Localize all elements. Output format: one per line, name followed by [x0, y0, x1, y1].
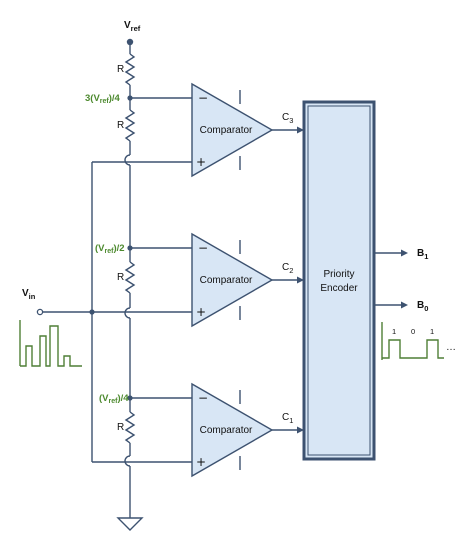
arrow-icon	[297, 276, 304, 284]
comparator-2: − + Comparator	[191, 232, 274, 328]
comparator-1: − + Comparator	[191, 382, 274, 478]
resistor-icon	[124, 261, 136, 294]
vin-bus	[36, 161, 192, 463]
input-signal-waveform	[19, 320, 82, 367]
vref-label: Vref	[124, 20, 141, 33]
arrow-icon	[297, 426, 304, 434]
resistor-label: R	[117, 64, 124, 75]
comparator-3: − + Comparator	[191, 82, 274, 178]
output-bit-0: 0	[411, 327, 415, 336]
resistor-ladder	[116, 38, 144, 531]
priority-encoder: Priority Encoder	[302, 100, 376, 461]
resistor-icon	[124, 109, 136, 142]
vin-label: Vin	[22, 288, 36, 301]
b1-label: B1	[417, 248, 428, 261]
output-ellipsis: …	[446, 342, 456, 353]
minus-sign: −	[198, 391, 208, 405]
output-bit-1b: 1	[430, 327, 434, 336]
output-signal-waveform: 1 0 1 …	[381, 322, 456, 360]
plus-sign: +	[196, 155, 206, 169]
tap-label-quarter: (Vref)/4	[99, 393, 129, 405]
comparator-label: Comparator	[200, 275, 253, 286]
resistor-label: R	[117, 422, 124, 433]
plus-sign: +	[196, 455, 206, 469]
wire-crossover	[124, 154, 131, 166]
comparator-icon	[191, 232, 274, 328]
ground-icon	[116, 517, 144, 531]
tap-label-3q: 3(Vref)/4	[85, 93, 121, 105]
comparator-icon	[191, 382, 274, 478]
resistor-icon	[124, 53, 136, 86]
input-waveform	[20, 325, 82, 367]
wire-crossover	[124, 455, 131, 467]
resistor-label: R	[117, 120, 124, 131]
comparator-label: Comparator	[200, 425, 253, 436]
arrow-icon	[401, 301, 408, 309]
vin-terminal	[36, 308, 44, 316]
c2-label: C2	[282, 262, 293, 275]
plus-sign: +	[196, 305, 206, 319]
arrow-icon	[297, 126, 304, 134]
minus-sign: −	[198, 241, 208, 255]
encoder-label-line1: Priority	[323, 269, 354, 280]
resistor-icon	[124, 411, 136, 444]
output-bit-1a: 1	[392, 327, 396, 336]
minus-sign: −	[198, 91, 208, 105]
wire-crossover	[124, 307, 131, 319]
encoder-label-line2: Encoder	[320, 283, 358, 294]
encoder-inner-border	[307, 105, 371, 456]
comparator-label: Comparator	[200, 125, 253, 136]
b0-label: B0	[417, 300, 428, 313]
c3-label: C3	[282, 112, 293, 125]
output-waveform	[382, 339, 444, 359]
encoder-block	[302, 100, 376, 461]
tap-label-half: (Vref)/2	[95, 243, 125, 255]
c1-label: C1	[282, 412, 293, 425]
resistor-label: R	[117, 272, 124, 283]
arrow-icon	[401, 249, 408, 257]
comparator-icon	[191, 82, 274, 178]
